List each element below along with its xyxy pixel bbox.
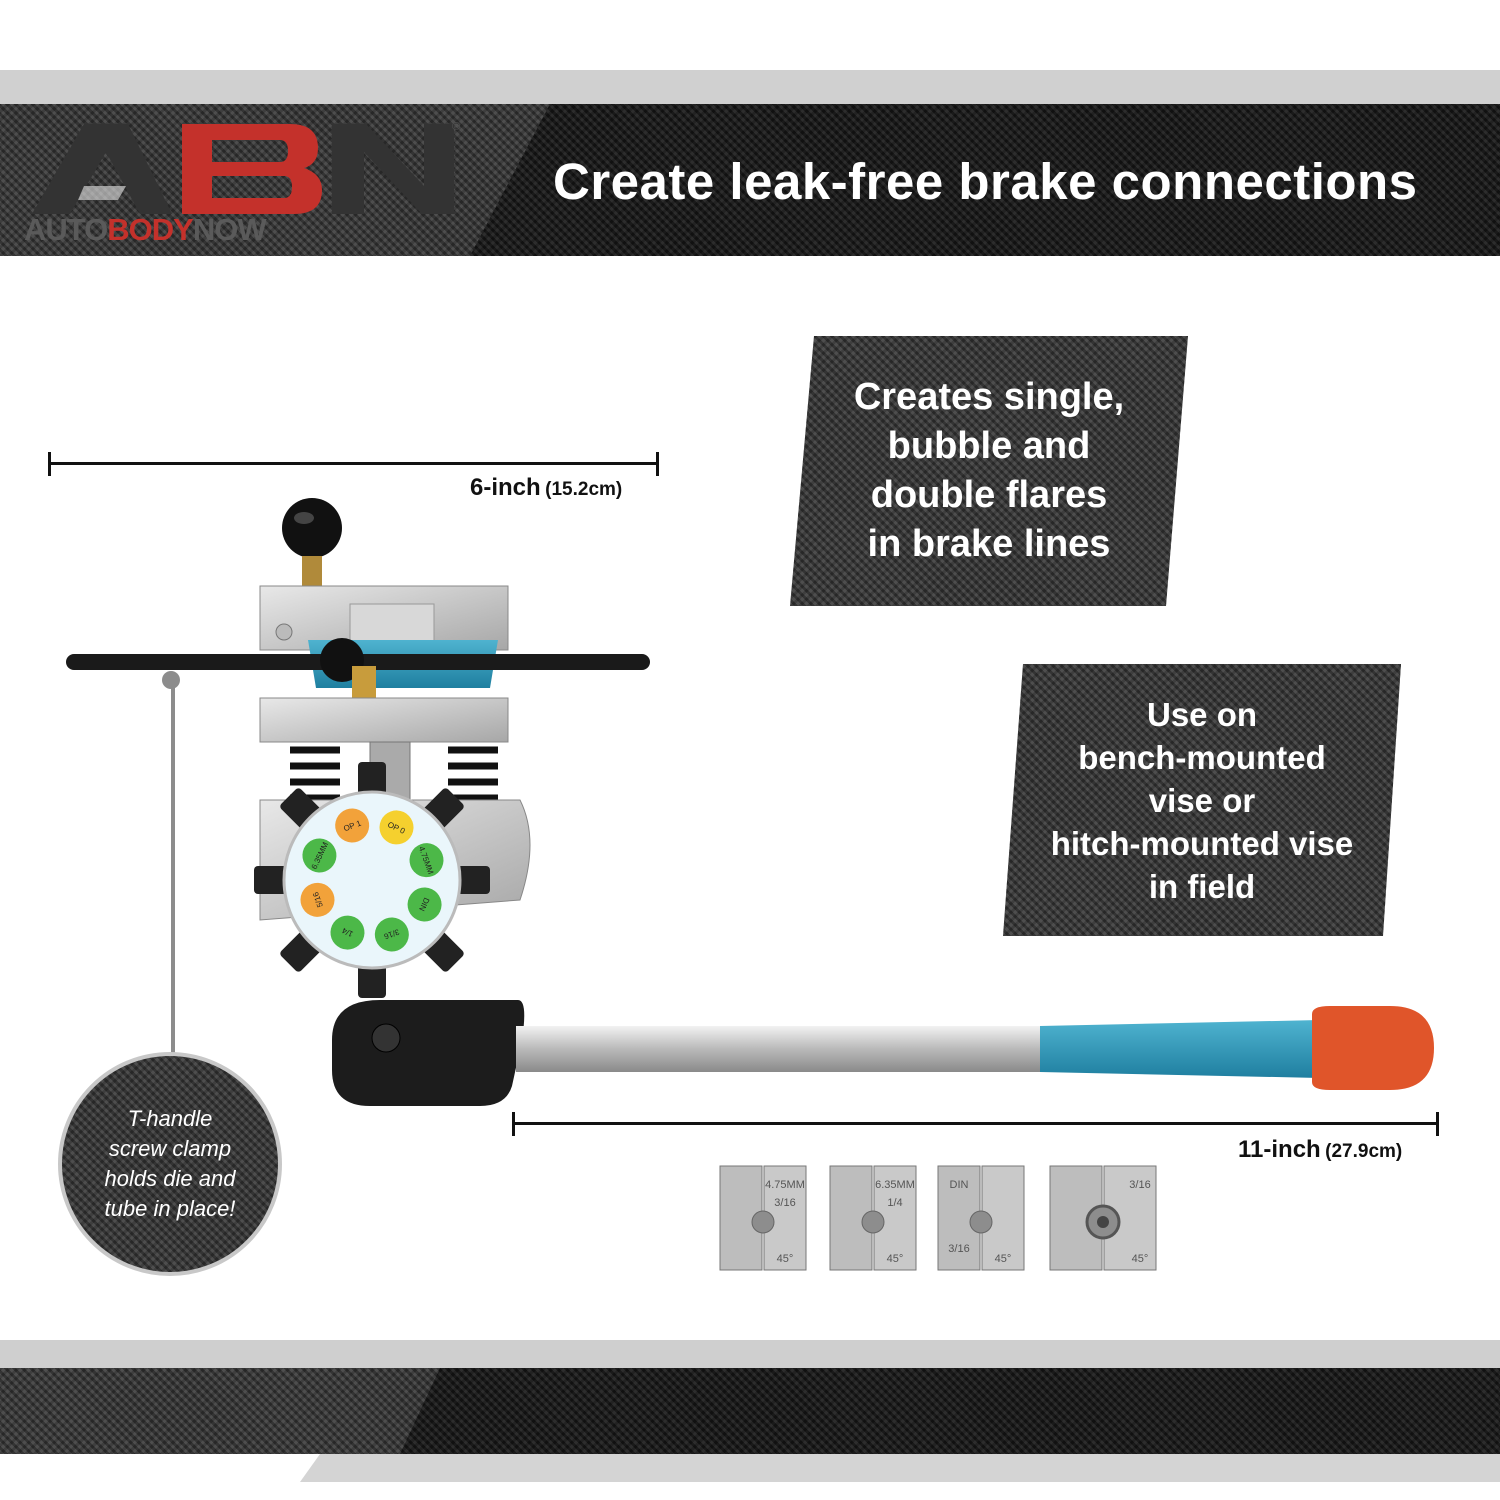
flaring-tool-icon: OP 1 OP 0 4.75MM DIN 3/16 1/4 5/16 6.35M…	[66, 498, 1434, 1106]
die-icon: DIN 3/16 45°	[937, 1165, 1025, 1271]
die-4-size: 3/16	[1129, 1179, 1150, 1191]
die-3-size: DIN	[950, 1179, 969, 1191]
die-icon: 4.75MM 3/16 45°	[719, 1165, 807, 1271]
callout-clamp-text: T-handle screw clamp holds die and tube …	[104, 1106, 236, 1221]
die-2-size: 6.35MM	[875, 1179, 915, 1191]
length-dimension-cap-left	[512, 1112, 515, 1136]
wordmark-body: BODY	[107, 212, 194, 247]
dies-set: 4.75MM 3/16 45° 6.35MM 1/4 45° DIN 3/16 …	[719, 1165, 1157, 1271]
footer-top-stripe	[0, 1340, 1500, 1368]
callout-pointer-line	[171, 680, 175, 1062]
width-dimension-cap-right	[656, 452, 659, 476]
length-dimension-line	[514, 1122, 1438, 1125]
length-dimension-sub: (27.9cm)	[1325, 1141, 1403, 1162]
die-3-angle: 45°	[995, 1253, 1012, 1265]
die-2-fraction: 1/4	[887, 1197, 902, 1209]
die-1-angle: 45°	[777, 1253, 794, 1265]
turret-label-14: 1/4	[340, 925, 354, 938]
brand-wordmark: AUTOBODYNOW	[24, 212, 267, 248]
callout-clamp-circle: T-handle screw clamp holds die and tube …	[58, 1052, 282, 1276]
footer-bottom-stripe	[300, 1454, 1500, 1482]
brand-logo: ® AUTOBODYNOW	[22, 116, 462, 248]
length-dimension-cap-right	[1436, 1112, 1439, 1136]
wordmark-auto: AUTO	[24, 212, 108, 247]
header-top-stripe	[0, 70, 1500, 104]
page-headline: Create leak-free brake connections	[553, 153, 1418, 210]
width-dimension-line	[50, 462, 658, 465]
callout-vise: Use on bench-mounted vise or hitch-mount…	[1003, 664, 1401, 936]
abn-logo-icon: ®	[32, 121, 460, 214]
length-dimension-main: 11-inch	[1238, 1136, 1321, 1163]
length-dimension-label: 11-inch (27.9cm)	[1238, 1136, 1402, 1164]
width-dimension-sub: (15.2cm)	[545, 479, 623, 500]
die-4-angle: 45°	[1132, 1253, 1149, 1265]
registered-mark: ®	[452, 121, 460, 133]
die-1-fraction: 3/16	[774, 1197, 795, 1209]
width-dimension-main: 6-inch	[470, 474, 541, 501]
width-dimension-cap-left	[48, 452, 51, 476]
wordmark-now: NOW	[192, 212, 267, 247]
die-1-size: 4.75MM	[765, 1179, 805, 1191]
callout-flares: Creates single, bubble and double flares…	[790, 336, 1188, 606]
width-dimension-label: 6-inch (15.2cm)	[470, 474, 622, 502]
die-icon: 6.35MM 1/4 45°	[829, 1165, 917, 1271]
callout-flares-text: Creates single, bubble and double flares…	[853, 376, 1125, 565]
callout-vise-text: Use on bench-mounted vise or hitch-mount…	[1050, 695, 1354, 905]
die-icon: 3/16 45°	[1049, 1165, 1157, 1271]
die-3-fraction: 3/16	[948, 1243, 969, 1255]
header-dark-panel	[470, 104, 1500, 256]
footer-light-panel	[0, 1368, 440, 1454]
die-2-angle: 45°	[887, 1253, 904, 1265]
